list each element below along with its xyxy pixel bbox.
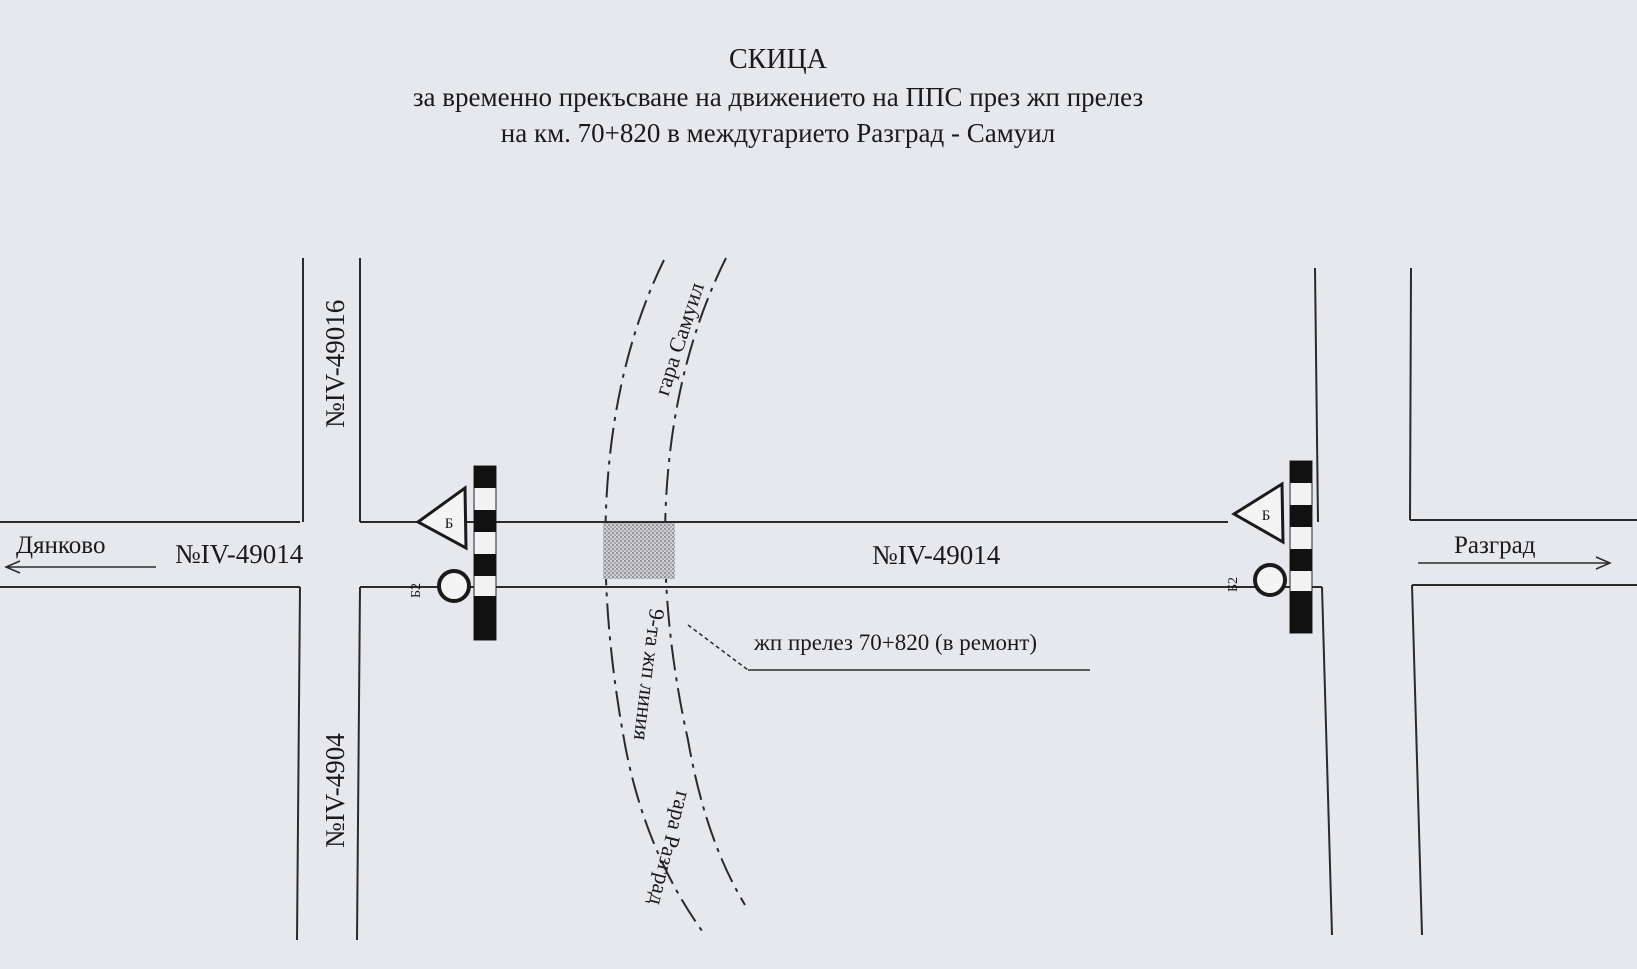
warning-sign-left-glyph: Б <box>445 516 454 532</box>
road-label-south: №IV-4904 <box>320 733 350 848</box>
sketch-title: СКИЦА <box>729 44 828 75</box>
destination-west-label: Дянково <box>16 532 105 559</box>
warning-sign-right: Б <box>1231 481 1285 545</box>
warning-sign-right-glyph: Б <box>1262 508 1271 524</box>
station-north-label: гара Самуил <box>649 279 709 398</box>
railway-track <box>604 257 746 936</box>
station-south-label: гара Разград <box>644 789 696 908</box>
level-crossing-area <box>603 523 675 579</box>
crossing-note: жп прелез 70+820 (в ремонт) <box>753 630 1037 655</box>
side-road-left <box>296 258 361 941</box>
main-road <box>0 519 1637 588</box>
sign-code-right: Б2 <box>1226 577 1241 592</box>
closure-barrier-left <box>473 465 497 641</box>
railway-line-label: 9-та жп линия <box>629 607 670 741</box>
arrow-east-icon <box>1418 556 1612 570</box>
side-road-right <box>1314 267 1423 936</box>
road-label-main-center: №IV-49014 <box>872 540 1001 570</box>
no-entry-sign-left: Б2 <box>409 569 471 603</box>
closure-barrier-right <box>1289 460 1313 634</box>
crossing-leader-line <box>687 624 1090 671</box>
destination-east-label: Разград <box>1454 532 1536 559</box>
sketch-subtitle-location: на км. 70+820 в междугарието Разград - С… <box>501 118 1055 148</box>
sign-code-left: Б2 <box>409 583 424 598</box>
warning-sign-left: Б <box>415 485 468 551</box>
road-label-main-left: №IV-49014 <box>175 539 304 569</box>
arrow-west-icon <box>4 560 156 574</box>
road-label-north: №IV-49016 <box>320 300 350 428</box>
no-entry-sign-right: Б2 <box>1226 563 1287 597</box>
sketch-subtitle: за временно прекъсване на движението на … <box>413 82 1143 112</box>
